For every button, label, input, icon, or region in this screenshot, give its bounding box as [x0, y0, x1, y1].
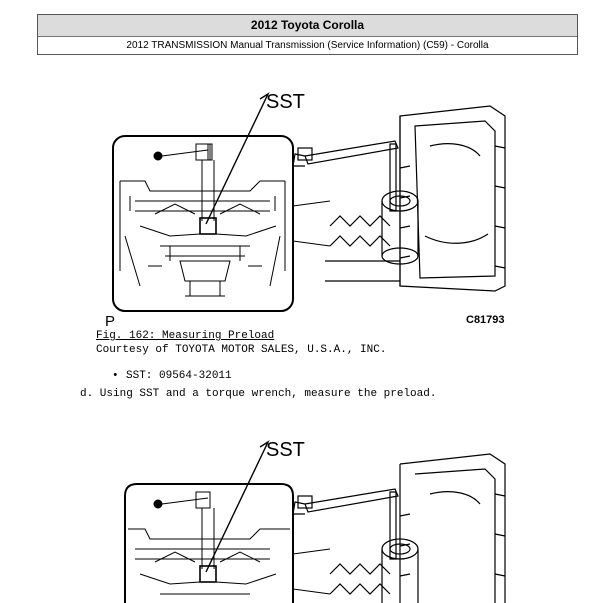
figure-title: Fig. 162: Measuring Preload — [96, 330, 275, 342]
document-subtitle: 2012 TRANSMISSION Manual Transmission (S… — [126, 40, 489, 51]
figure-measuring-preload-repeat: SST — [124, 439, 506, 603]
figure-caption: Fig. 162: Measuring Preload Courtesy of … — [96, 329, 386, 357]
inset-label: P — [105, 313, 115, 330]
bullet-icon: • — [112, 370, 119, 382]
procedure-step: d. Using SST and a torque wrench, measur… — [80, 388, 437, 400]
figure-code: C81793 — [466, 314, 505, 326]
sst-label-repeat: SST — [266, 439, 305, 461]
figure-courtesy: Courtesy of TOYOTA MOTOR SALES, U.S.A., … — [96, 344, 387, 356]
sst-part-number: SST: 09564-32011 — [126, 370, 232, 382]
document-title: 2012 Toyota Corolla — [38, 15, 577, 37]
document-header: 2012 Toyota Corolla 2012 TRANSMISSION Ma… — [37, 14, 578, 55]
sst-label: SST — [266, 91, 305, 113]
sst-bullet: • SST: 09564-32011 — [112, 369, 232, 383]
figure-measuring-preload: SST P C81793 — [105, 91, 506, 330]
